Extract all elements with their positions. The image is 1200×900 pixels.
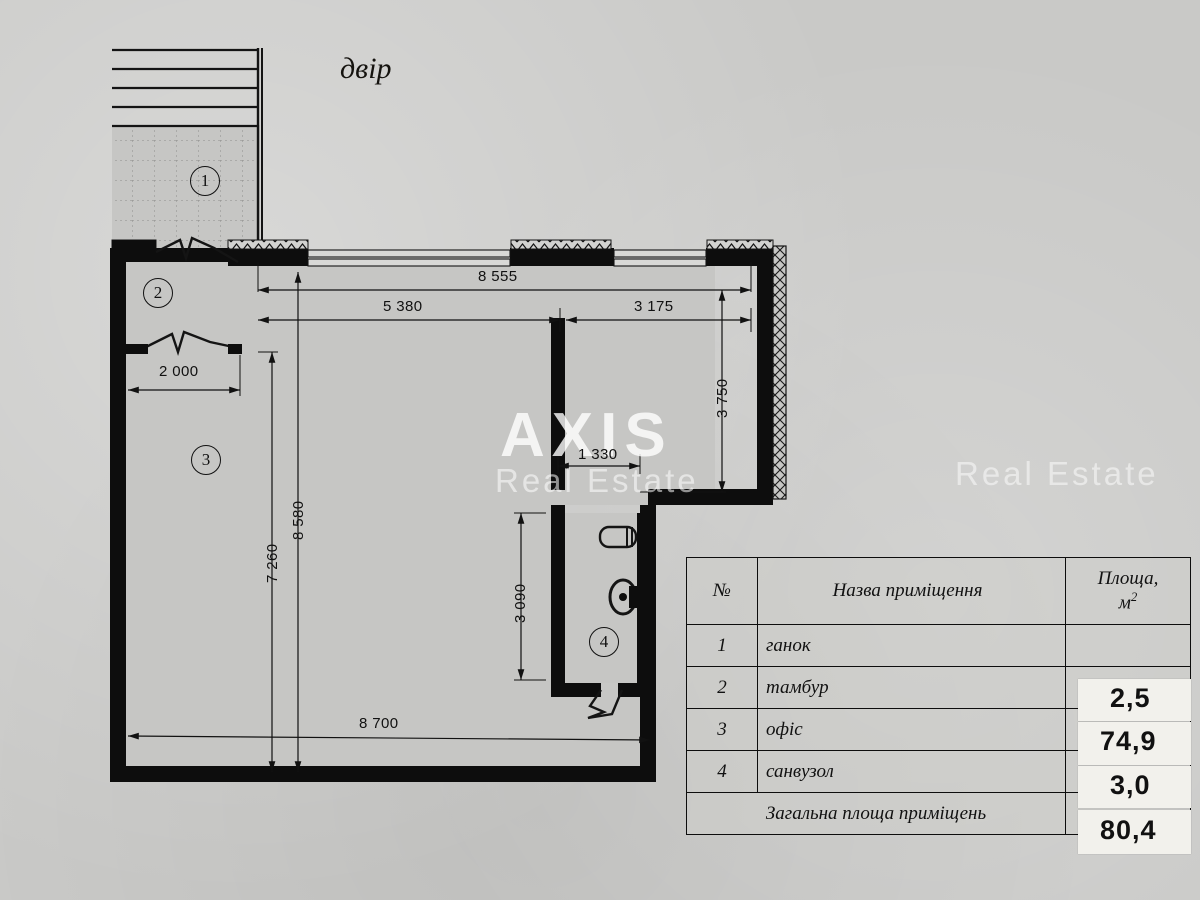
room-marker-2: 2 <box>143 278 173 308</box>
dimension-8700: 8 700 <box>359 715 399 732</box>
area-sticker-2 <box>1078 679 1191 721</box>
total-area-label: Загальна площа приміщень <box>686 792 1066 835</box>
row-3-number: 3 <box>686 708 758 751</box>
dimension-7260: 7 260 <box>264 543 281 583</box>
area-sticker-total <box>1078 810 1191 854</box>
row-1-number: 1 <box>686 624 758 667</box>
courtyard-label: двір <box>340 52 392 85</box>
header-area-sup: 2 <box>1130 589 1138 604</box>
header-area-line2: м2 <box>1118 589 1138 614</box>
dimension-5380: 5 380 <box>383 298 423 315</box>
handwritten-area-4: 3,0 <box>1110 770 1151 800</box>
dimension-2000: 2 000 <box>159 363 199 380</box>
dimension-lines <box>127 262 752 772</box>
handwritten-area-3: 74,9 <box>1100 726 1157 756</box>
row-2-name: тамбур <box>757 666 1066 709</box>
room-marker-1: 1 <box>190 166 220 196</box>
area-sticker-4 <box>1078 766 1191 808</box>
area-sticker-3 <box>1078 722 1191 765</box>
vestibule-door-jambs <box>112 240 242 354</box>
room-marker-4: 4 <box>589 627 619 657</box>
header-number: № <box>686 557 758 625</box>
dimension-3090: 3 090 <box>512 583 529 623</box>
handwritten-area-2: 2,5 <box>1110 683 1151 713</box>
row-4-name: санвузол <box>757 750 1066 793</box>
dimension-3750: 3 750 <box>714 378 731 418</box>
row-1-name: ганок <box>757 624 1066 667</box>
bathroom-door <box>587 689 624 720</box>
handwritten-area-total: 80,4 <box>1100 815 1157 845</box>
table-row: 1 ганок <box>686 624 1191 667</box>
vestibule-room-2-fill <box>124 262 238 348</box>
bathroom-fixtures <box>598 525 639 616</box>
exterior-walls <box>110 248 773 782</box>
table-header-row: № Назва приміщення Площа, м2 <box>686 557 1191 625</box>
header-area: Площа, м2 <box>1065 557 1191 625</box>
row-1-area <box>1065 624 1191 667</box>
dimension-8555: 8 555 <box>478 268 518 285</box>
header-room-name: Назва приміщення <box>757 557 1066 625</box>
header-area-line1: Площа, <box>1097 567 1159 589</box>
dimension-8580: 8 580 <box>290 500 307 540</box>
row-3-name: офіс <box>757 708 1066 751</box>
dimension-1330: 1 330 <box>578 446 618 463</box>
porch-area-1 <box>112 48 263 250</box>
dimension-3175: 3 175 <box>634 298 674 315</box>
row-2-number: 2 <box>686 666 758 709</box>
vestibule-doors <box>143 236 239 356</box>
room-marker-3: 3 <box>191 445 221 475</box>
insulated-wall-hatch <box>772 245 787 500</box>
window-openings <box>307 249 707 267</box>
row-4-number: 4 <box>686 750 758 793</box>
